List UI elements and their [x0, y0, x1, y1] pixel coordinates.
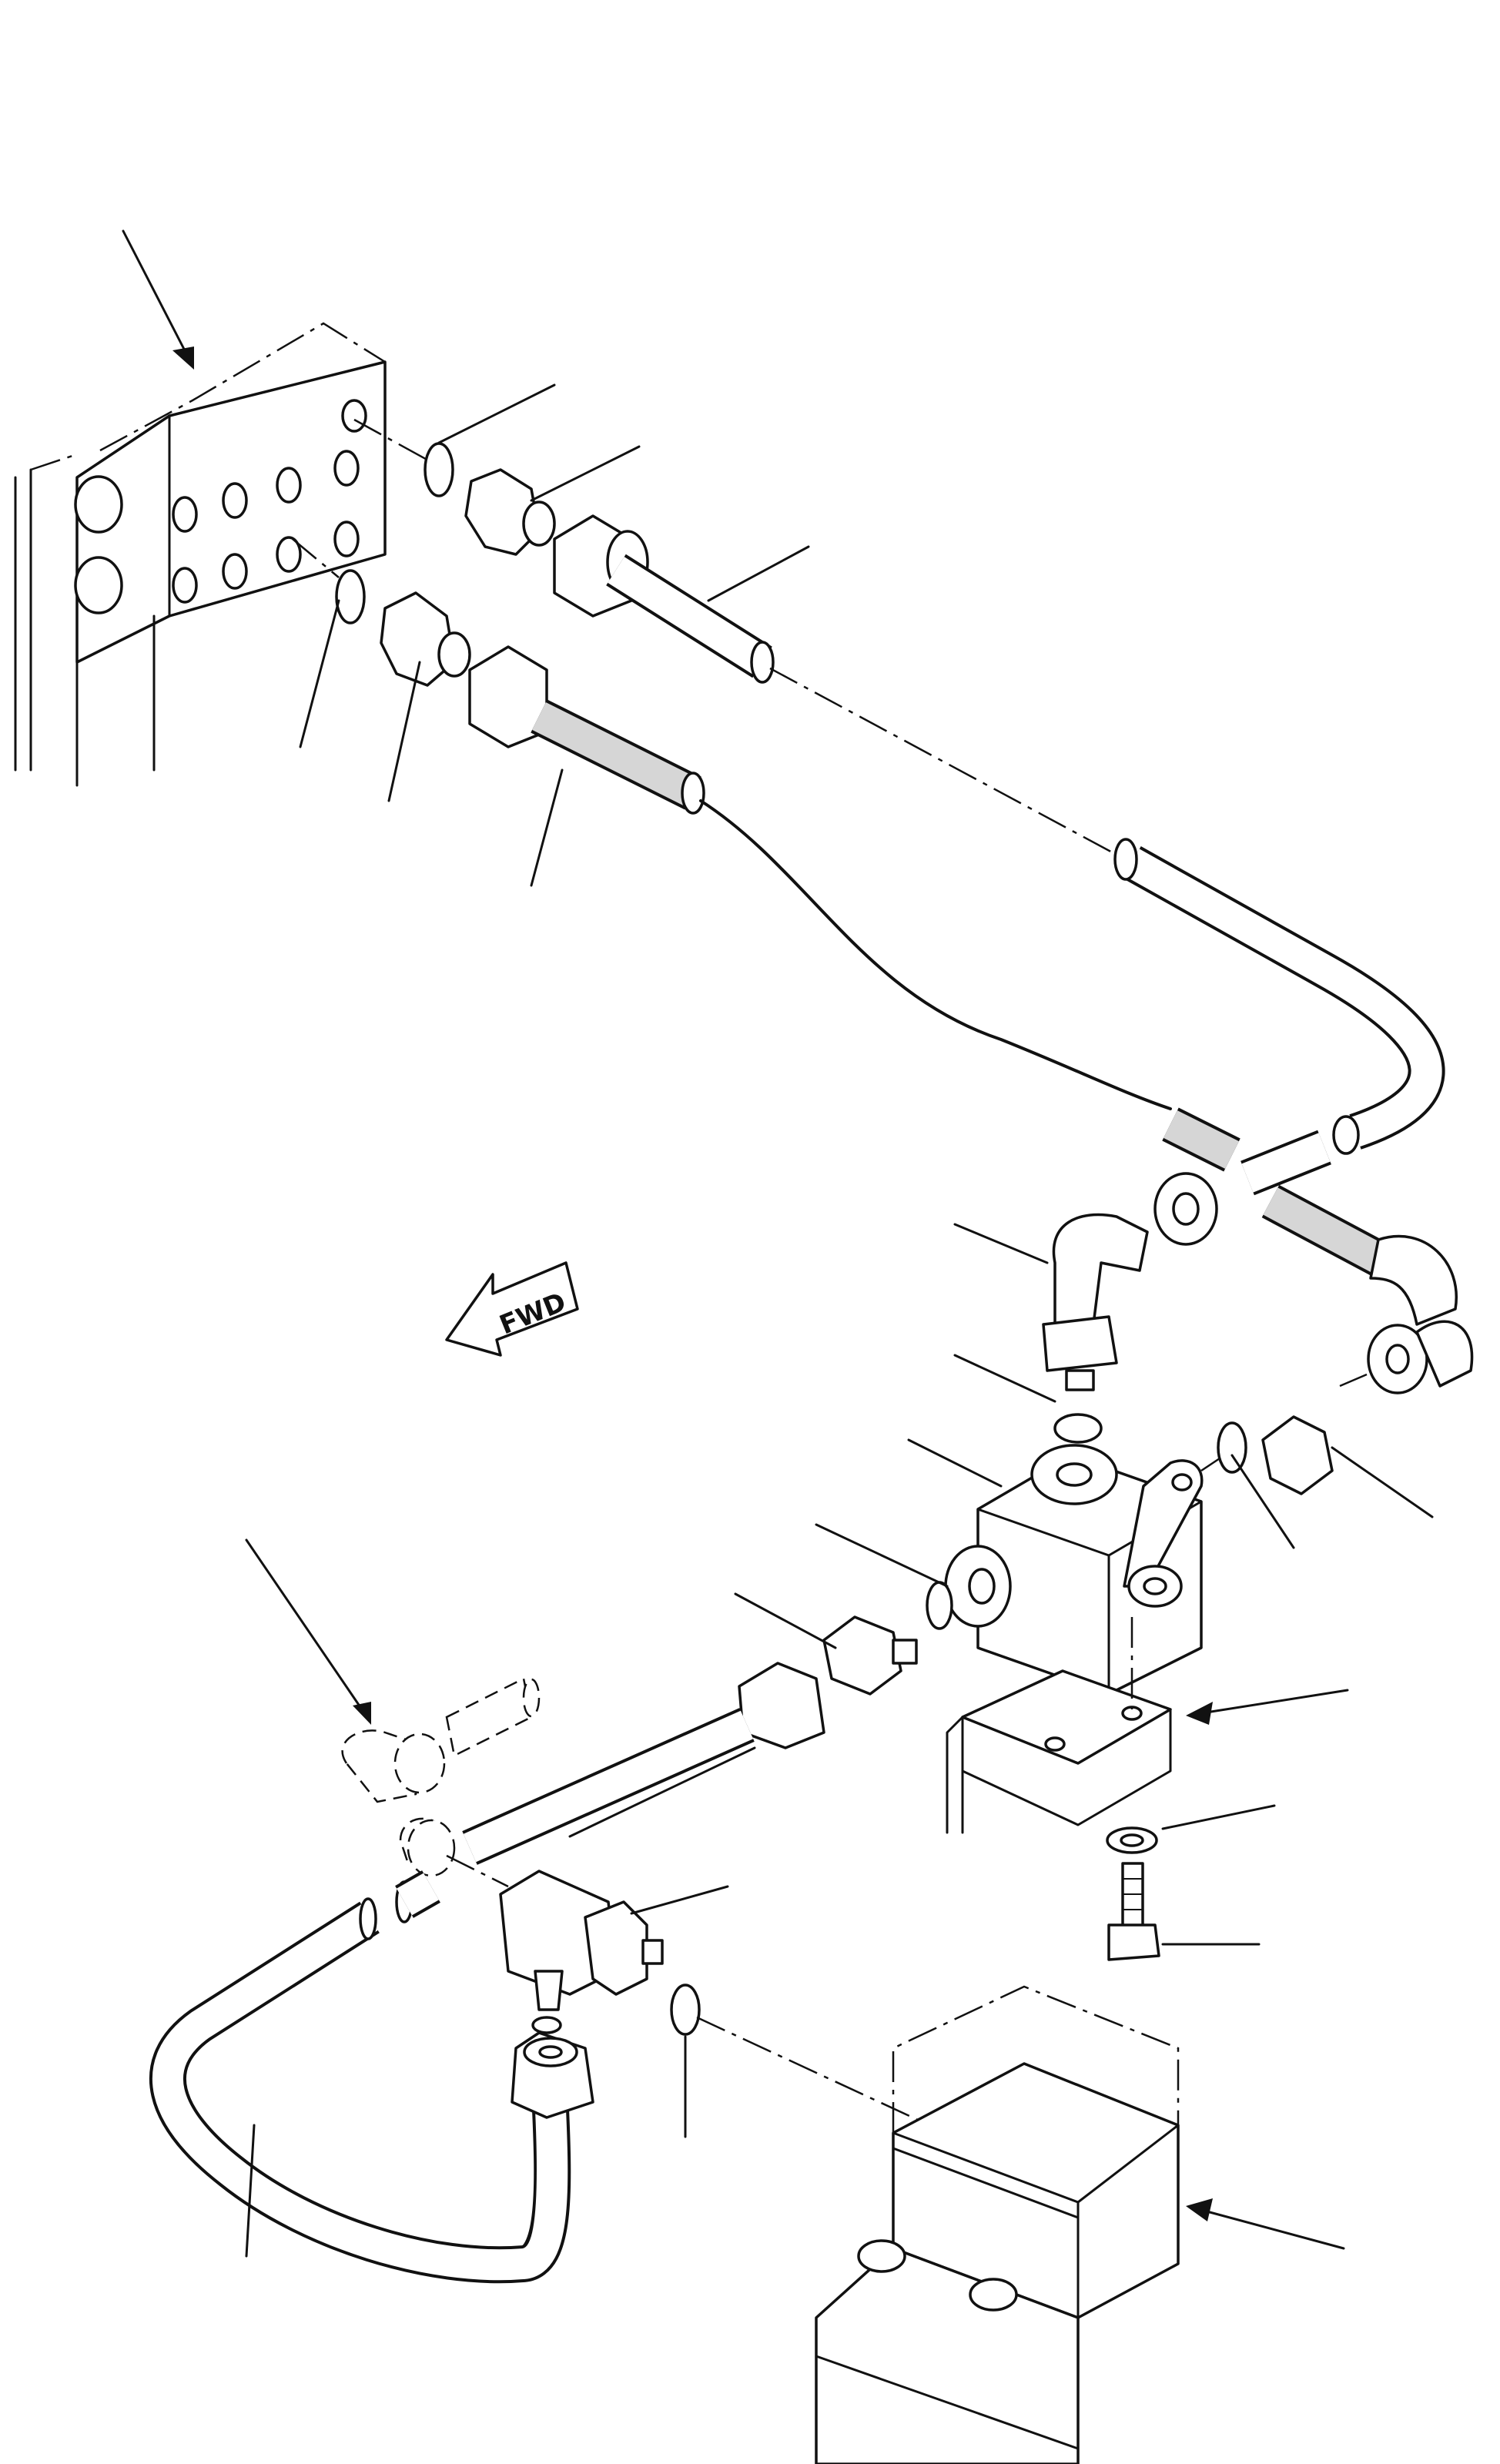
elbow-fitting-right	[1339, 1320, 1474, 1394]
lower-tube-valve	[462, 1662, 825, 1865]
ghost-elbow-fitting	[341, 1677, 541, 1877]
upper-tube	[606, 554, 1445, 1196]
forward-direction-arrow: FWD	[445, 1261, 579, 1357]
manifold-ports	[172, 399, 367, 604]
lower-hose	[531, 699, 1458, 1326]
leader-lines	[245, 383, 1434, 2258]
callout-arrow-elbow	[245, 1538, 371, 1725]
cap-screw	[1107, 1862, 1160, 1961]
lock-washer	[1106, 1826, 1158, 1854]
manifold-block	[14, 322, 387, 787]
bottom-valve-block	[815, 1985, 1180, 2464]
upper-fitting-stack	[353, 418, 649, 618]
lower-fitting-stack	[292, 538, 548, 748]
tee-fitting	[446, 1854, 664, 2034]
orings-and-adapters-valve	[822, 1413, 1334, 1696]
elbow-fitting-upper	[1042, 1172, 1218, 1391]
mounting-bracket	[946, 1617, 1172, 1834]
u-loop-tube	[149, 1870, 594, 2284]
callout-arrow-block	[1186, 2198, 1345, 2250]
callout-arrow-manifold	[122, 229, 194, 370]
valve-body	[944, 1444, 1225, 1696]
bottom-oring	[670, 1984, 963, 2142]
callout-arrow-bracket	[1186, 1689, 1349, 1725]
